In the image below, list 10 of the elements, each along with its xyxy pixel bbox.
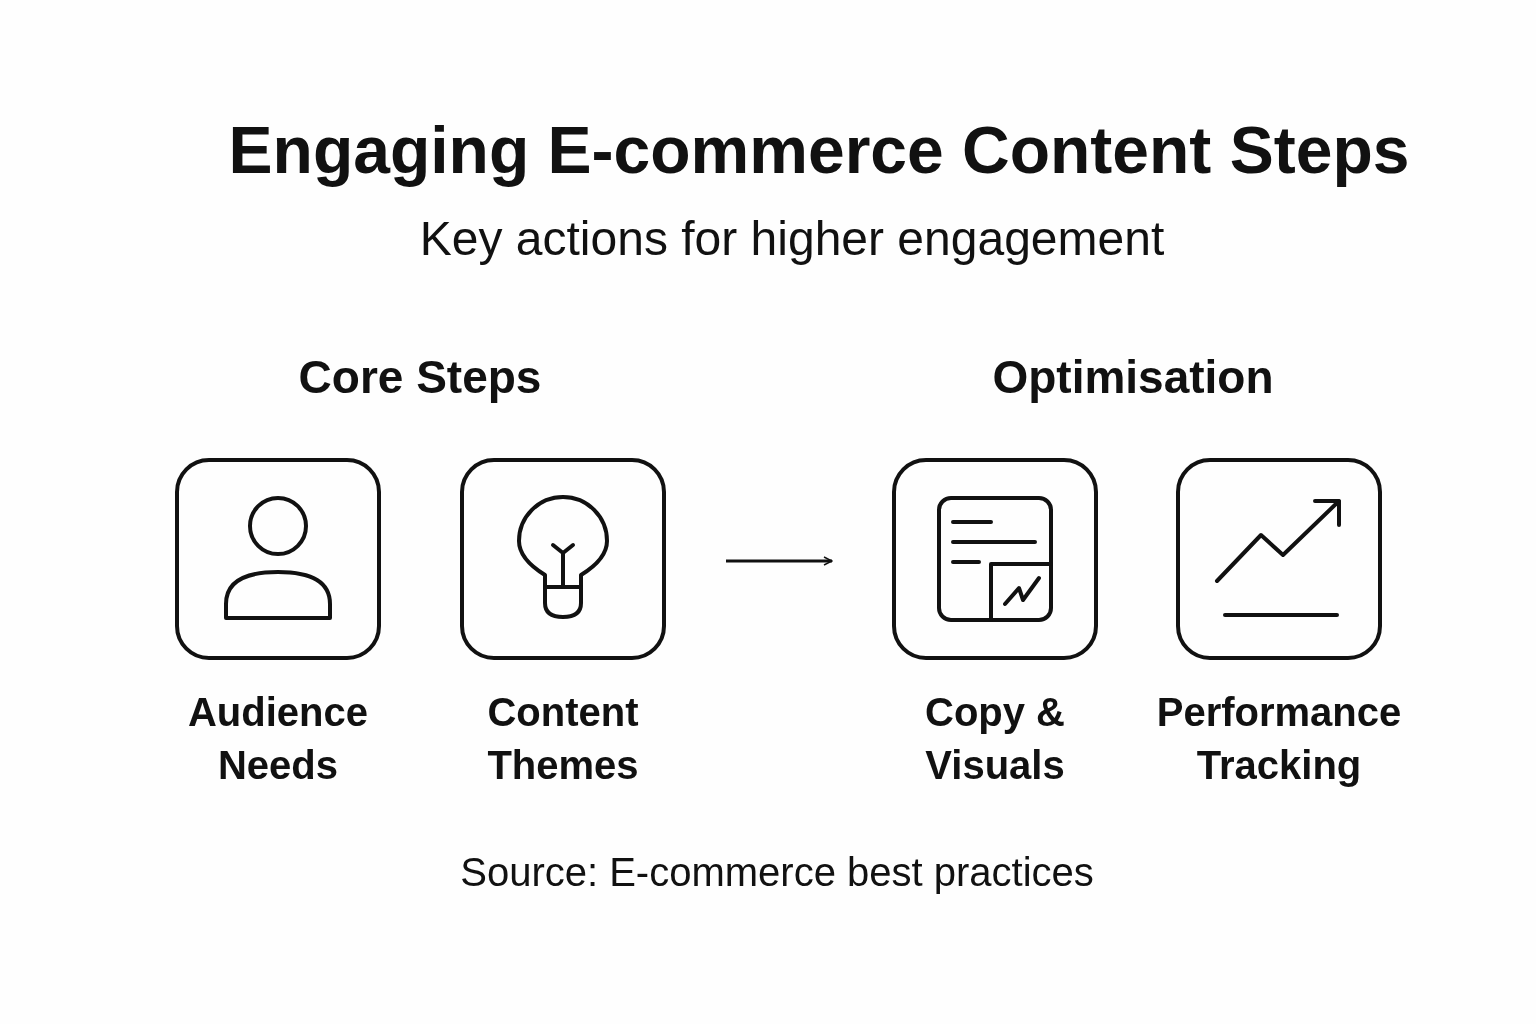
group-heading: Optimisation — [992, 350, 1274, 405]
step-label: Copy & Visuals — [924, 689, 1066, 789]
source-note: Source: E-commerce best practices — [460, 849, 1094, 896]
arrow — [726, 556, 833, 566]
subtitle: Key actions for higher engagement — [419, 211, 1165, 267]
title: Engaging E-commerce Content Steps — [227, 112, 1411, 189]
step-label: Content Themes — [486, 689, 640, 789]
group-heading: Core Steps — [298, 350, 542, 405]
step-label: Audience Needs — [186, 689, 369, 789]
step-label: Performance Tracking — [1155, 689, 1403, 789]
